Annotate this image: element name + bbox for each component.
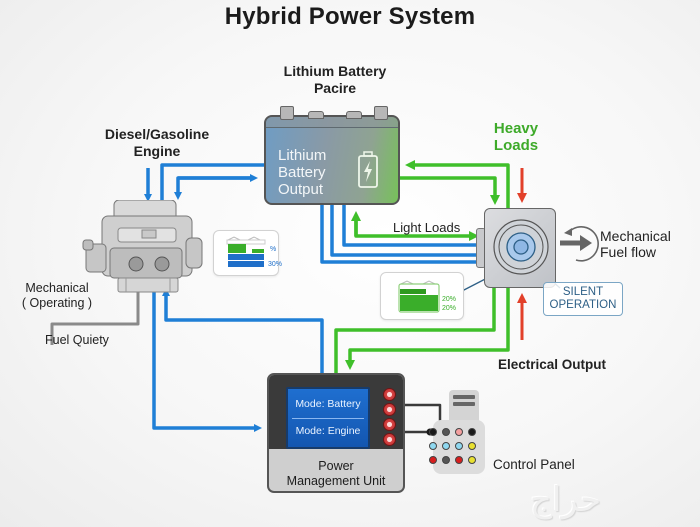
battery-output-label: Lithium Battery Output (278, 147, 327, 198)
control-panel-button[interactable] (429, 442, 437, 450)
engine-status-card: % 30% (213, 230, 283, 276)
electrical-output-label: Electrical Output (498, 357, 607, 372)
mode-engine-option[interactable]: Mode: Engine (295, 425, 361, 437)
battery-terminal (374, 106, 388, 120)
generator-status-card: 20% 20% (380, 272, 464, 320)
flow-battery-to-generator-2 (342, 205, 484, 247)
control-panel-button[interactable] (468, 456, 476, 464)
generator-unit[interactable] (484, 208, 556, 288)
flow-engine-to-pmu (152, 290, 262, 432)
battery-terminal (308, 111, 324, 119)
light-loads-label: Light Loads (393, 220, 461, 235)
control-panel-button[interactable] (442, 456, 450, 464)
flow-battery-to-generator-1 (330, 205, 484, 257)
control-panel-button[interactable] (468, 442, 476, 450)
pmu-indicator-button[interactable] (383, 403, 396, 416)
control-panel-slot (453, 395, 475, 399)
mechanical-flow-arrow-icon (560, 226, 599, 262)
battery-level-icon (398, 280, 440, 313)
control-panel-button[interactable] (429, 428, 437, 436)
control-panel-slot (453, 402, 475, 406)
fuel-quiety-label: Fuel Quiety (45, 333, 109, 347)
flow-pmu-to-engine (162, 288, 324, 373)
heavy-loads-label: Heavy Loads (493, 120, 539, 154)
mode-battery-option[interactable]: Mode: Battery (295, 398, 361, 410)
engine-icon[interactable] (82, 200, 206, 296)
lithium-battery-box[interactable]: Lithium Battery Output (264, 106, 400, 205)
diagram-title: Hybrid Power System (224, 3, 476, 30)
generator-status-pct-bottom: 20% (442, 305, 457, 312)
pmu-indicator-button[interactable] (383, 418, 396, 431)
control-panel-button[interactable] (455, 428, 463, 436)
generator-status-pct-top: 20% (442, 296, 457, 303)
flow-battery-to-generator-heavy (400, 176, 500, 205)
control-panel-button[interactable] (429, 456, 437, 464)
pmu-indicator-button[interactable] (383, 433, 396, 446)
flow-battery-to-engine (174, 176, 252, 200)
mechanical-fuel-flow-label: Mechanical Fuel flow (600, 228, 671, 260)
watermark-logo: حراج (530, 480, 602, 520)
flow-generator-to-battery (405, 160, 510, 208)
mechanical-line (50, 290, 140, 345)
pmu-label: Power Management Unit (286, 459, 386, 488)
battery-level-icon (226, 236, 266, 267)
control-panel-button[interactable] (455, 442, 463, 450)
battery-charging-icon (358, 151, 378, 188)
flow-battery-to-generator-3 (320, 205, 484, 264)
battery-terminal (280, 106, 294, 120)
mechanical-operating-label: Mechanical ( Operating ) (21, 281, 93, 310)
pmu-display: Mode: Battery Mode: Engine (286, 387, 370, 449)
control-panel-label: Control Panel (493, 457, 575, 472)
control-panel-button[interactable] (442, 428, 450, 436)
control-panel-button[interactable] (468, 428, 476, 436)
silent-operation-badge: SILENT OPERATION (543, 282, 623, 316)
control-panel-button[interactable] (442, 442, 450, 450)
flow-generator-to-pmu-1 (334, 288, 496, 373)
power-management-unit[interactable]: Mode: Battery Mode: Engine Power Managem… (267, 373, 405, 493)
flow-generator-to-pmu-2 (345, 288, 510, 370)
pmu-indicator-button[interactable] (383, 388, 396, 401)
control-panel-button[interactable] (455, 456, 463, 464)
engine-status-pct-top: % (270, 246, 277, 253)
battery-terminal (346, 111, 362, 119)
engine-status-pct-bottom: 30% (268, 261, 283, 268)
battery-heading: Lithium Battery Pacire (283, 63, 387, 96)
engine-heading: Diesel/Gasoline Engine (104, 126, 210, 159)
generator-rotor-icon (493, 219, 549, 275)
